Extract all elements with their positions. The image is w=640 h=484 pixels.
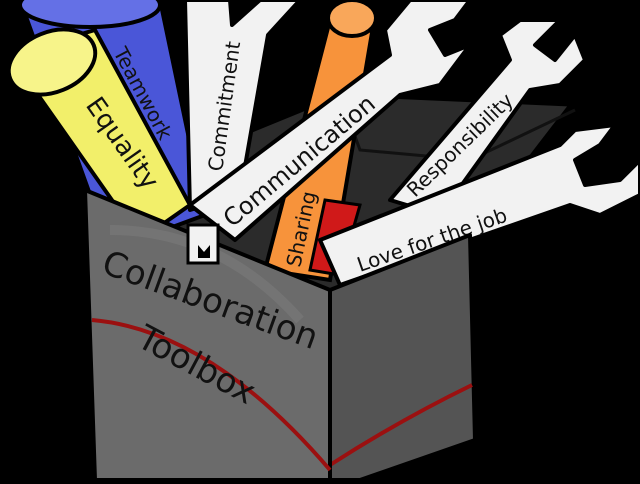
latch-icon [186,223,220,265]
box-side-stripe [328,383,473,467]
box-front-stripe [91,318,332,472]
